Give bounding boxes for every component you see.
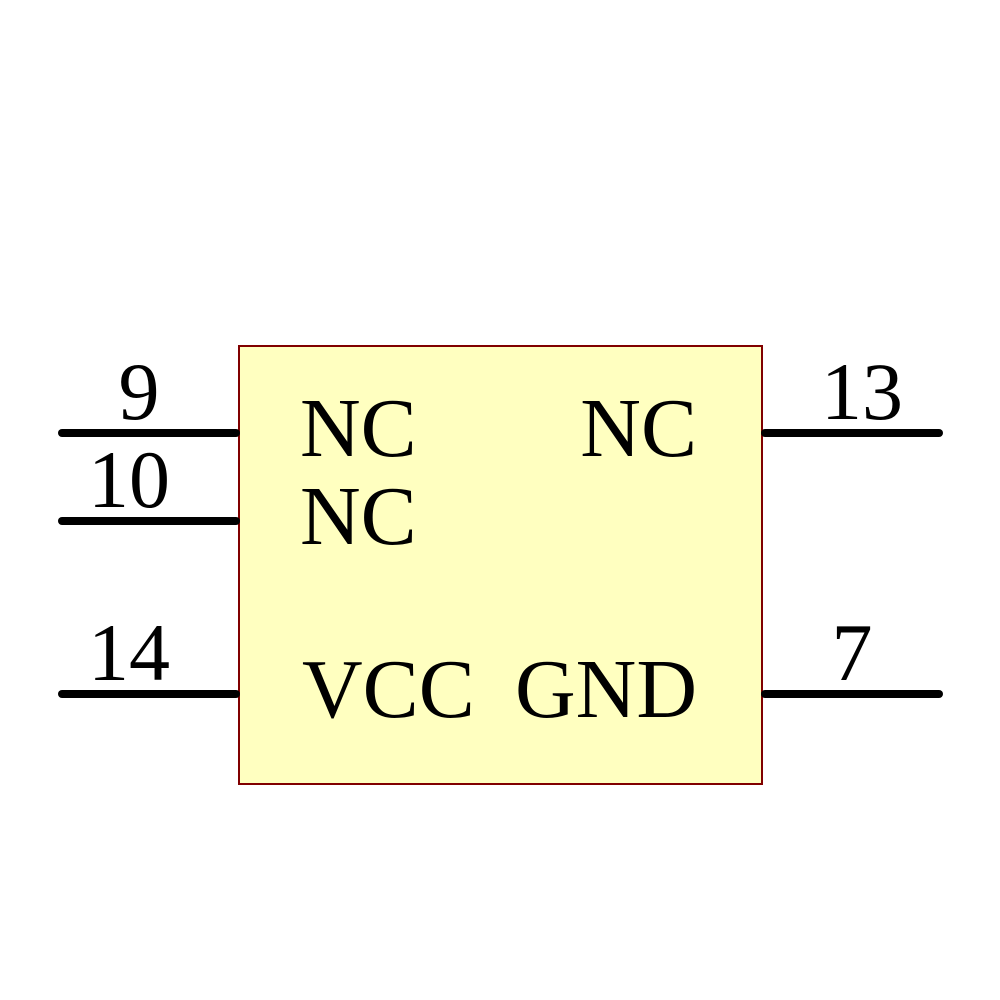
pin-label-nc-3: NC [580, 382, 697, 475]
pin-number-10: 10 [88, 434, 170, 525]
pin-label-nc-1: NC [300, 382, 417, 475]
pin-line-9[interactable] [58, 429, 240, 437]
pin-line-7[interactable] [761, 690, 943, 698]
pin-label-vcc: VCC [302, 643, 475, 736]
pin-line-10[interactable] [58, 517, 240, 525]
pin-label-nc-2: NC [300, 470, 417, 563]
pin-line-14[interactable] [58, 690, 240, 698]
pin-number-13: 13 [821, 346, 903, 437]
pin-number-9: 9 [118, 346, 160, 437]
pin-label-gnd: GND [515, 643, 697, 736]
pin-number-14: 14 [88, 607, 170, 698]
pin-line-13[interactable] [761, 429, 943, 437]
pin-number-7: 7 [831, 607, 873, 698]
component-body[interactable] [238, 345, 763, 785]
